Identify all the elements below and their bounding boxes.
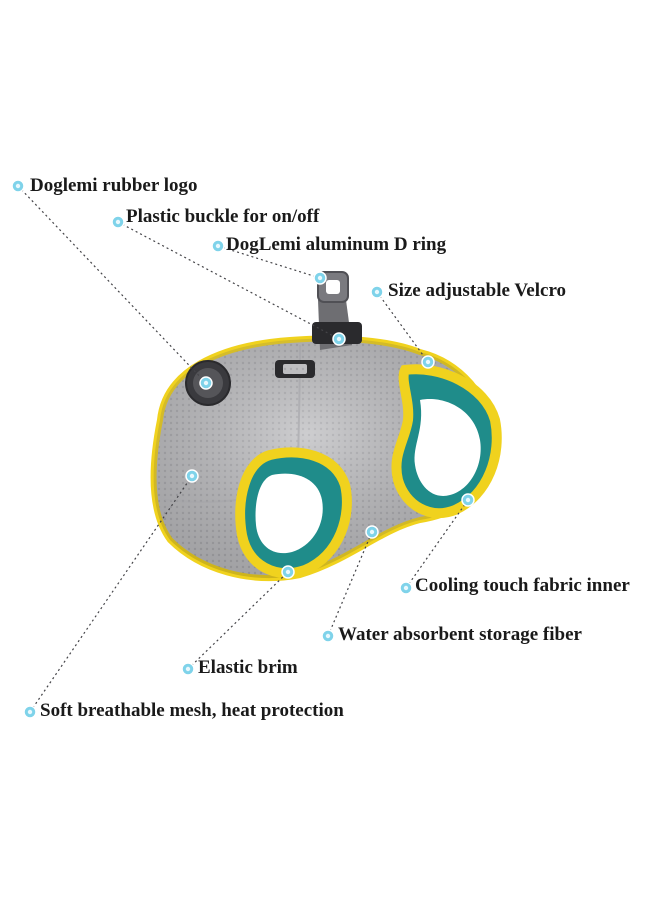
leader-line-logo — [17, 185, 207, 384]
callout-doglemi-rubber-logo: Doglemi rubber logo — [30, 175, 198, 196]
neck-hole — [414, 399, 481, 496]
leader-lines — [17, 185, 469, 713]
leader-line-brim — [187, 571, 289, 670]
callout-plastic-buckle: Plastic buckle for on/off — [126, 206, 320, 227]
callout-cooling-touch-fabric: Cooling touch fabric inner — [415, 575, 630, 596]
leg-hole — [255, 473, 323, 554]
dot-marker-icon — [461, 493, 475, 507]
dot-marker-icon — [421, 355, 435, 369]
callout-soft-breathable-mesh: Soft breathable mesh, heat protection — [40, 700, 344, 721]
callout-aluminum-d-ring: DogLemi aluminum D ring — [226, 234, 447, 255]
dot-marker-icon — [199, 376, 213, 390]
dot-marker-icon — [313, 271, 327, 285]
dot-marker-icon — [365, 525, 379, 539]
dot-marker-icon — [111, 215, 125, 229]
markers — [11, 179, 475, 719]
neck-opening — [391, 364, 502, 519]
dot-marker-icon — [11, 179, 25, 193]
leader-line-buckle — [117, 221, 340, 340]
leader-line-water — [327, 531, 373, 637]
dot-marker-icon — [399, 581, 413, 595]
dot-marker-icon — [321, 629, 335, 643]
dot-marker-icon — [181, 662, 195, 676]
callout-water-absorbent-fiber: Water absorbent storage fiber — [338, 624, 582, 645]
dot-marker-icon — [23, 705, 37, 719]
callout-elastic-brim: Elastic brim — [198, 657, 298, 678]
callout-size-adjustable-velcro: Size adjustable Velcro — [388, 280, 567, 301]
dot-marker-icon — [370, 285, 384, 299]
dot-marker-icon — [211, 239, 225, 253]
dot-marker-icon — [281, 565, 295, 579]
dot-marker-icon — [185, 469, 199, 483]
dot-marker-icon — [332, 332, 346, 346]
leg-opening — [235, 447, 352, 579]
